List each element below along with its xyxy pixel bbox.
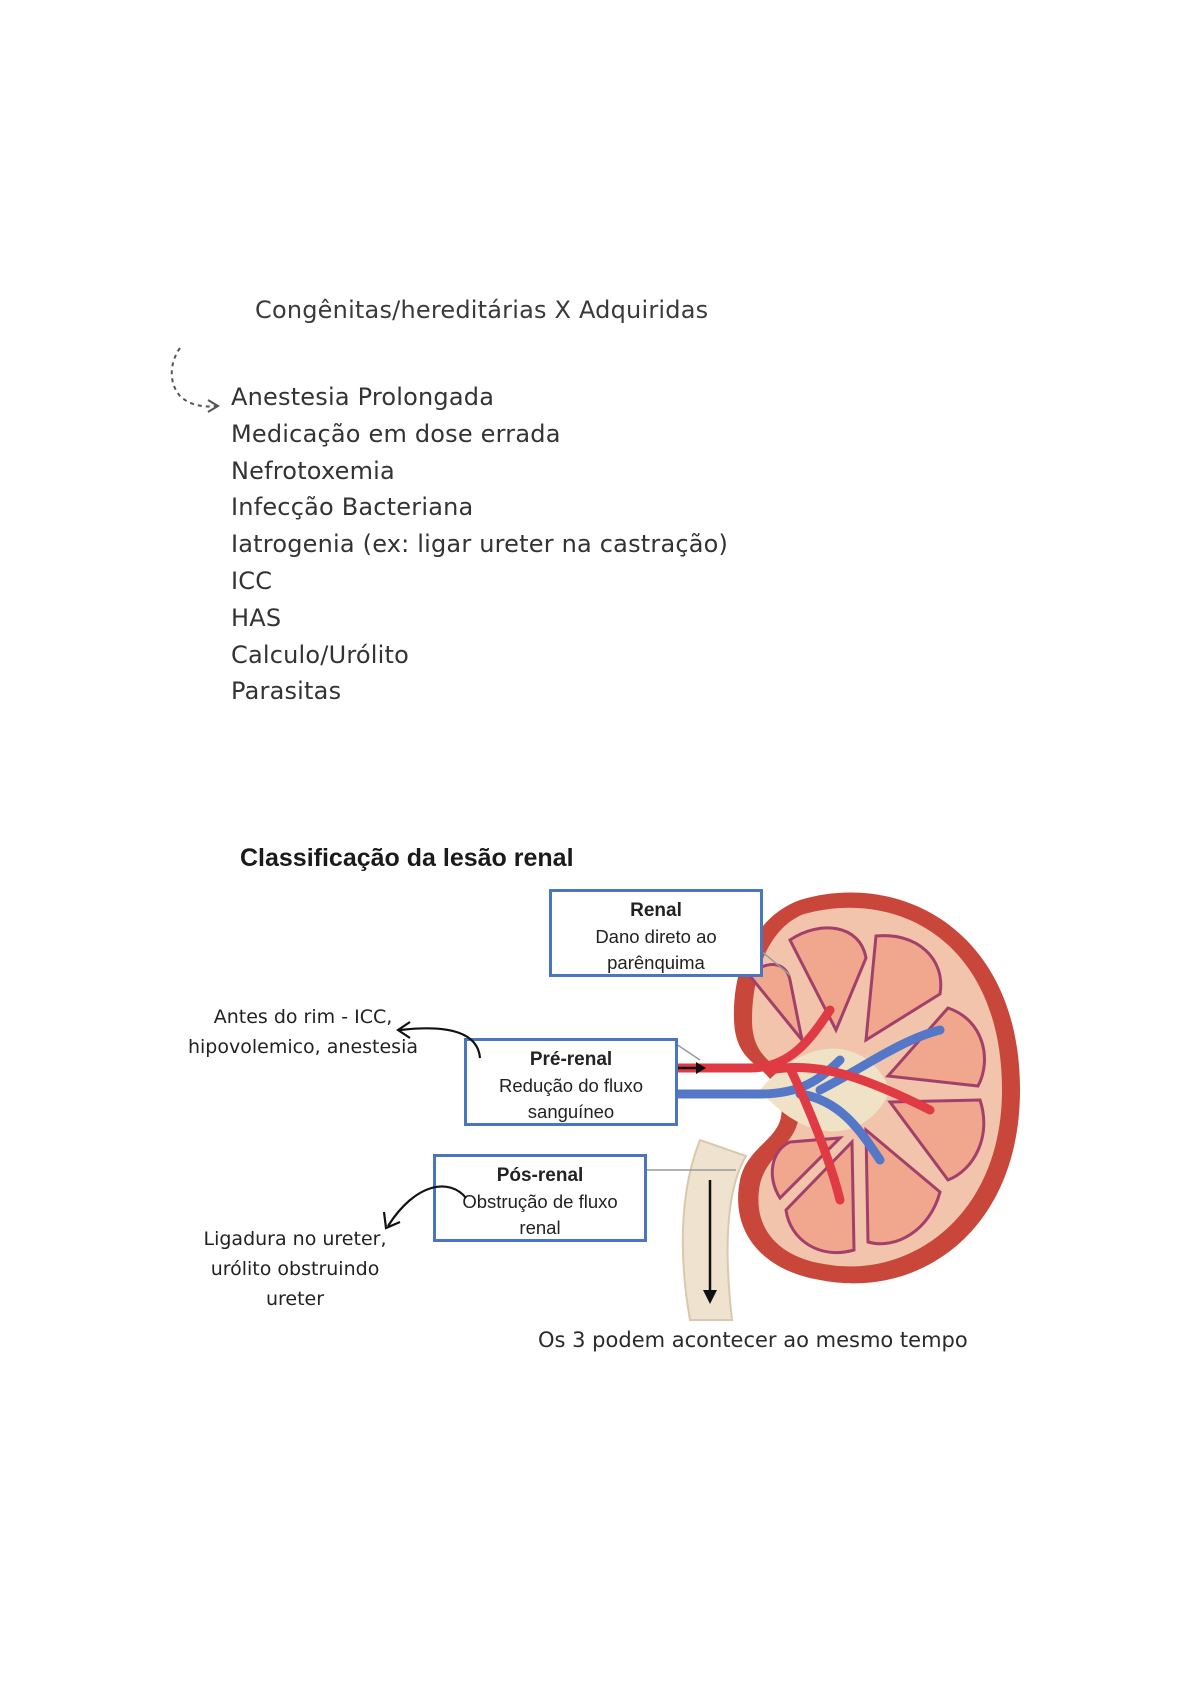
posrenal-box: Pós-renal Obstrução de fluxo renal [433, 1154, 647, 1242]
renal-artery [645, 1005, 935, 1205]
curved-arrow-icon [382, 1185, 467, 1230]
renal-box-line2: parênquima [607, 952, 705, 973]
kidney-illustration [644, 892, 1020, 1321]
posrenal-note-line1: Ligadura no ureter, [203, 1228, 387, 1250]
posrenal-note-line2: urólito obstruindo [210, 1258, 380, 1280]
cause-item: ICC [231, 566, 273, 595]
cause-item: Medicação em dose errada [231, 419, 561, 448]
cause-item: Infecção Bacteriana [231, 493, 474, 522]
posrenal-note-line3: ureter [265, 1288, 325, 1310]
dashed-curve-arrow-icon [170, 347, 220, 413]
posrenal-box-line2: renal [519, 1217, 561, 1238]
cause-item: Parasitas [231, 677, 342, 706]
renal-box: Renal Dano direto ao parênquima [549, 889, 763, 977]
cause-item: HAS [231, 603, 282, 632]
prerenal-note-line2: hipovolemico, anestesia [187, 1036, 418, 1058]
ureter [681, 1138, 748, 1321]
renal-vein [645, 1025, 945, 1165]
renal-box-line1: Dano direto ao [595, 926, 717, 947]
posrenal-box-title: Pós-renal [496, 1165, 584, 1186]
cause-item: Iatrogenia (ex: ligar ureter na castraçã… [231, 530, 729, 559]
prerenal-box-title: Pré-renal [529, 1049, 613, 1070]
causes-list: Anestesia Prolongada Medicação em dose e… [231, 379, 728, 710]
posrenal-box-line1: Obstrução de fluxo [462, 1191, 618, 1212]
cause-item: Anestesia Prolongada [231, 383, 495, 411]
prerenal-box: Pré-renal Redução do fluxo sanguíneo [464, 1038, 678, 1126]
causes-heading: Congênitas/hereditárias X Adquiridas [255, 296, 709, 324]
footer-note: Os 3 podem acontecer ao mesmo tempo [538, 1328, 968, 1352]
prerenal-note: Antes do rim - ICC, hipovolemico, aneste… [178, 1002, 428, 1062]
prerenal-box-line2: sanguíneo [527, 1101, 615, 1122]
cause-item: Nefrotoxemia [231, 456, 395, 485]
renal-box-title: Renal [630, 900, 682, 921]
figure-title: Classificação da lesão renal [240, 844, 574, 872]
posrenal-note: Ligadura no ureter, urólito obstruindo u… [190, 1224, 400, 1314]
prerenal-box-line1: Redução do fluxo [499, 1075, 643, 1096]
cause-item: Calculo/Urólito [231, 640, 409, 669]
prerenal-note-line1: Antes do rim - ICC, [213, 1006, 393, 1028]
curved-arrow-icon [396, 1021, 482, 1059]
